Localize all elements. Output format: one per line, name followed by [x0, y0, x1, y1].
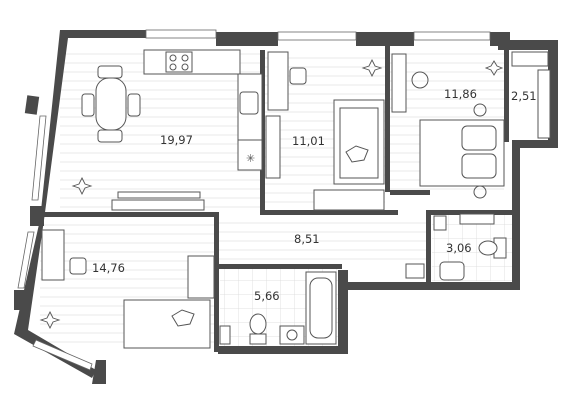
wardrobe-rack: [511, 51, 551, 139]
area-label-bathroom-main: 5,66: [254, 289, 280, 303]
hall-closet: [405, 263, 425, 279]
area-label-bathroom-small: 3,06: [446, 241, 472, 255]
area-label-wardrobe: 2,51: [511, 89, 537, 103]
dresser: [391, 53, 429, 113]
chair-icon: [289, 67, 307, 85]
tv-stand: [111, 191, 205, 211]
shower-tray: [433, 213, 495, 231]
bed-icon: [123, 299, 211, 349]
windows: [17, 29, 491, 371]
bathtub-icon: [305, 271, 337, 345]
interior-walls: [40, 46, 516, 352]
area-label-bedroom-left: 14,76: [92, 261, 125, 275]
toilet-icon: [249, 313, 267, 345]
sink-icon: [439, 261, 465, 281]
fridge-icon: ✳: [246, 152, 255, 165]
bed-icon: [333, 99, 385, 185]
plant-icon: [361, 58, 383, 78]
wardrobe-left: [187, 255, 215, 299]
chair-icon: [97, 65, 123, 79]
stove-icon: [165, 51, 193, 73]
plant-icon: [71, 176, 93, 196]
plant-icon: [484, 60, 504, 76]
lamp-icon: [473, 103, 487, 117]
chair-icon: [69, 257, 87, 275]
desk-small: [265, 51, 307, 179]
towel-rail: [219, 325, 231, 345]
chair-icon: [97, 129, 123, 143]
desk-left: [41, 229, 87, 281]
area-label-living-kitchen: 19,97: [160, 133, 193, 147]
area-label-bedroom-small: 11,01: [292, 134, 325, 148]
bed-icon: [419, 103, 505, 199]
lamp-icon: [473, 185, 487, 199]
toilet-icon: [478, 237, 507, 259]
table-icon: [81, 65, 141, 143]
wardrobe-small: [313, 189, 385, 211]
area-label-bedroom-master: 11,86: [444, 87, 477, 101]
sink-icon: [239, 91, 259, 115]
chair-icon: [81, 93, 95, 117]
chair-icon: [127, 93, 141, 117]
kitchen-counter: ✳: [143, 49, 263, 171]
area-label-hallway: 8,51: [294, 232, 320, 246]
washing-machine-icon: [279, 325, 305, 345]
plant-icon: [39, 310, 61, 330]
